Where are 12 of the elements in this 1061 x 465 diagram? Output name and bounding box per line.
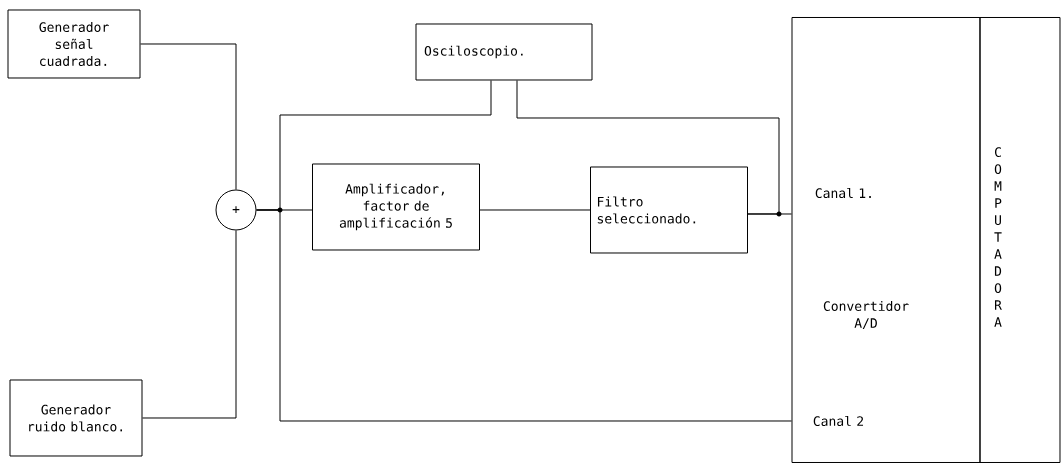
computer-box: COMPUTADORA [979,17,1061,463]
generator-box: Generador ruido blanco. [9,379,143,457]
filter-box: Filtro seleccionado. [590,166,748,254]
oscilloscope-box: Osciloscopio. [415,23,593,81]
generator-box: Generador señal cuadrada. [7,9,141,79]
amplifier-box: Amplificador, factor de amplificación 5 [312,163,480,251]
connector-line [256,209,792,422]
connector-line [140,43,237,190]
connector-line [516,80,780,215]
connector-line [479,209,591,211]
converter-box: Canal 1. Convertidor A/D Canal 2 [791,17,981,463]
connector-line [142,230,237,419]
